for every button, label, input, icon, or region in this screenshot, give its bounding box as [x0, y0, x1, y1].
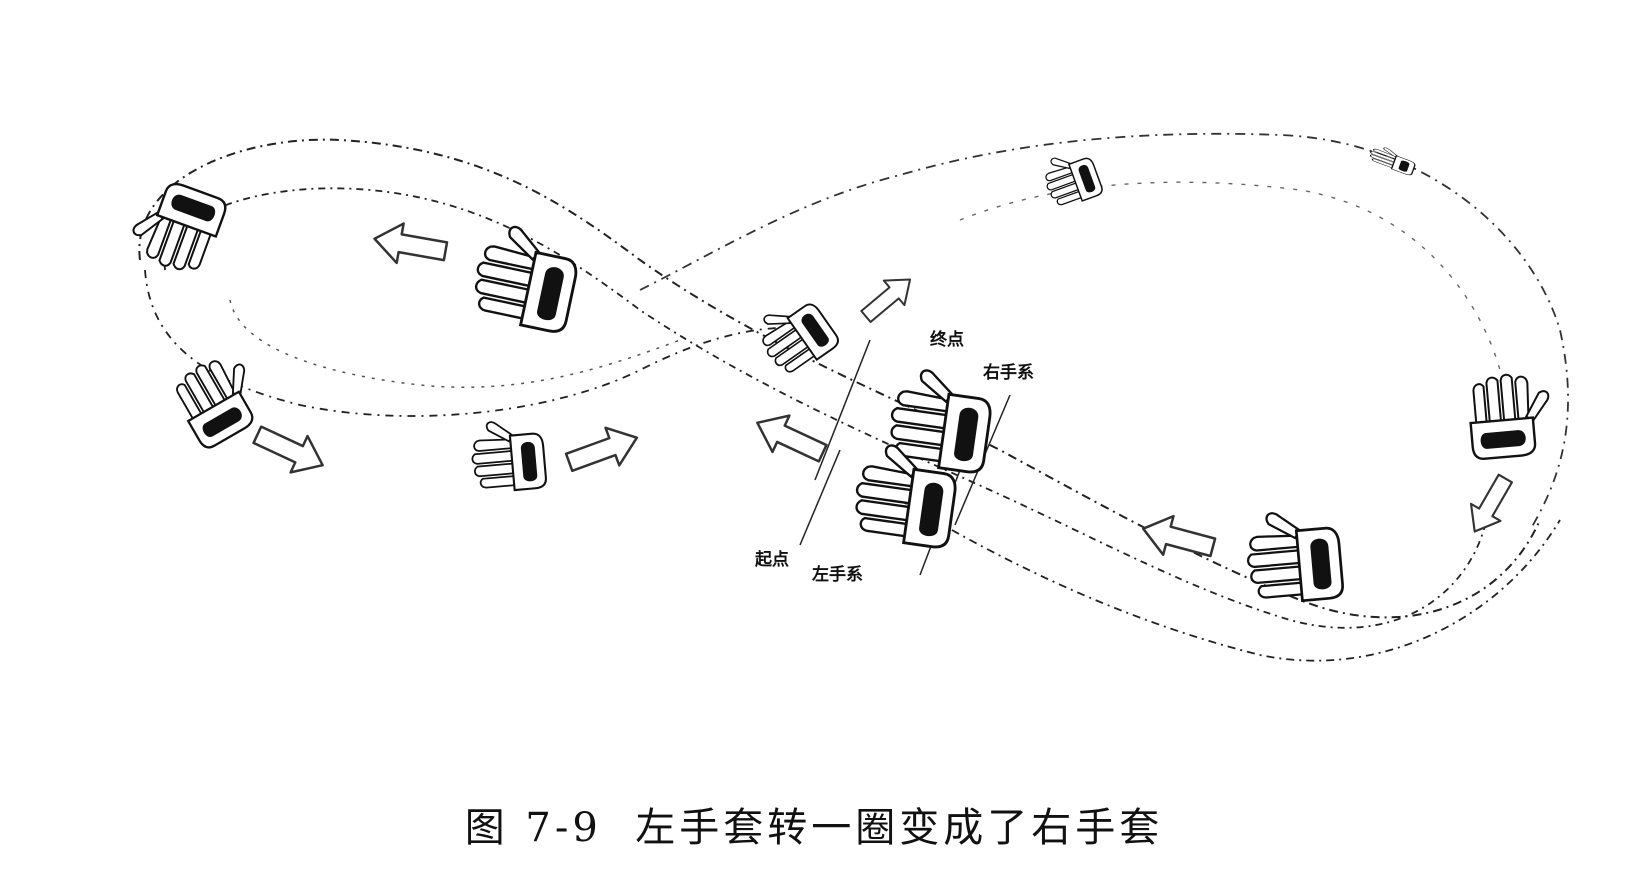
glove-icon [1037, 145, 1105, 212]
glove-icon [466, 219, 585, 336]
figure-title: 左手套转一圈变成了右手套 [635, 805, 1164, 851]
glove-icon [1465, 370, 1555, 461]
direction-arrow-icon [369, 217, 451, 273]
end-point-label: 终点 [930, 329, 964, 350]
band-outer-edge [138, 138, 1541, 619]
direction-arrow-icon [1458, 468, 1522, 542]
glove-icon [468, 416, 548, 495]
band-inner-edge [164, 187, 1491, 629]
glove-icon [165, 345, 272, 452]
direction-arrow-icon [1136, 508, 1220, 568]
band-right-loop-inner [959, 181, 1501, 371]
figure-number: 图 7-9 [464, 805, 602, 851]
direction-arrow-icon [747, 403, 833, 473]
right-glove-label: 右手系 [983, 362, 1034, 383]
start-point-label: 起点 [754, 549, 789, 570]
figure-caption: 图 7-9 左手套转一圈变成了右手套 [0, 795, 1628, 853]
band-lower-right-edge [899, 499, 1561, 662]
direction-arrow-icon [854, 266, 922, 330]
direction-arrow-icon [247, 415, 333, 485]
direction-arrow-icon [561, 417, 645, 483]
band-left-loop [144, 269, 831, 417]
mobius-band-diagram: 终点 右手系 起点 左手系 [124, 132, 1569, 662]
end-marker-line [814, 339, 871, 481]
glove-icon [124, 173, 230, 281]
glove-icon [1367, 142, 1418, 177]
start-marker-line [799, 449, 841, 546]
left-glove-label: 左手系 [812, 564, 863, 585]
glove-icon [1242, 506, 1346, 607]
band-left-loop-inner [229, 299, 681, 388]
